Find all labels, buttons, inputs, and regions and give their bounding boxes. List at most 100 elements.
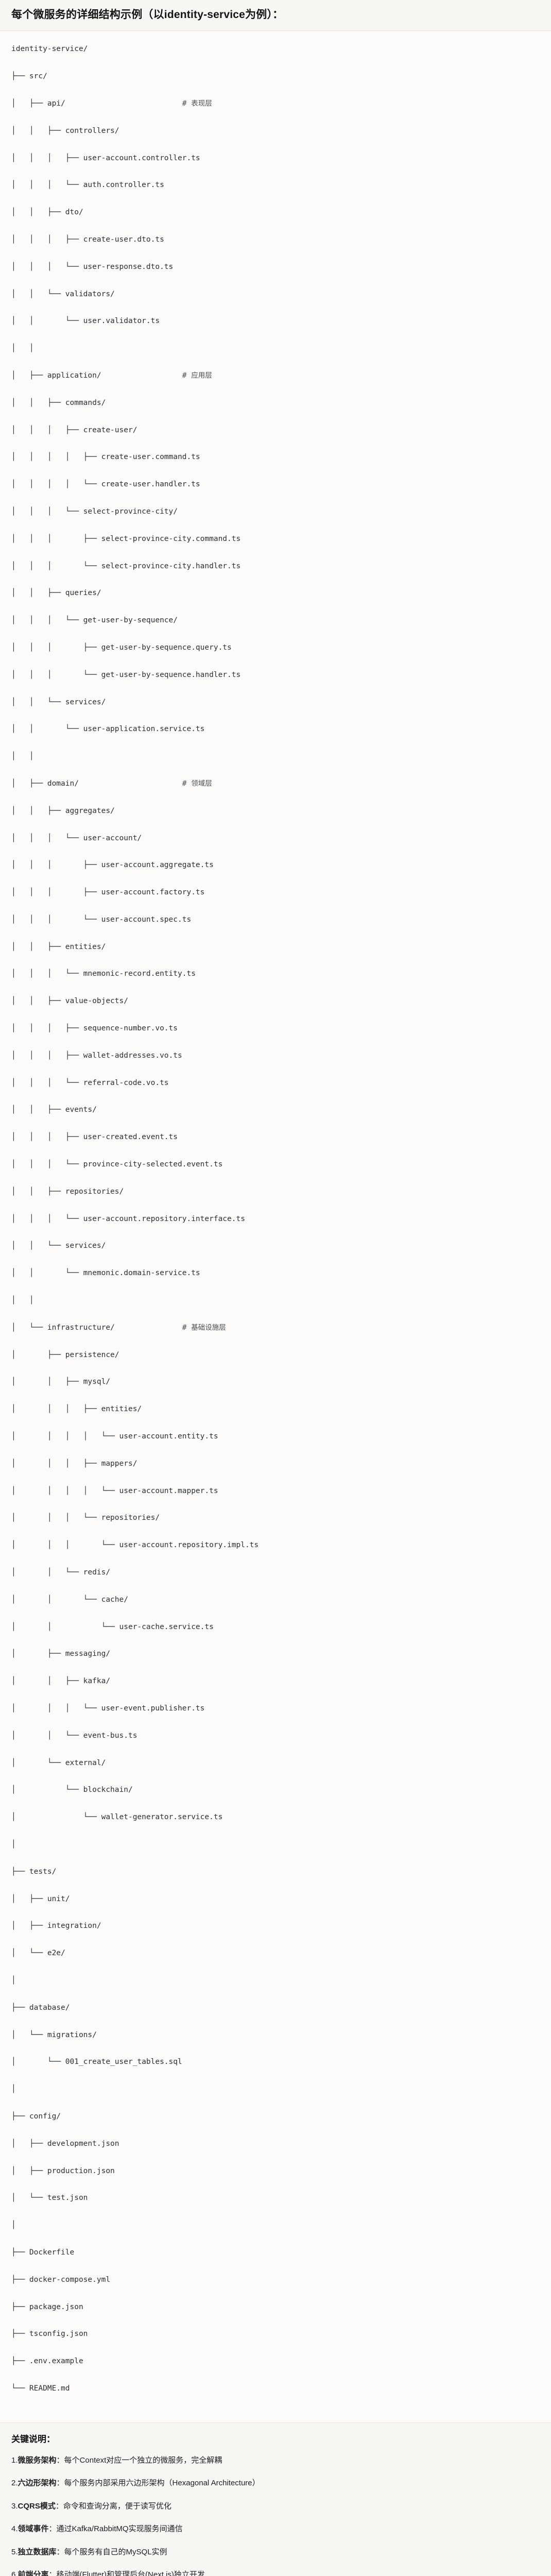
tree-line: │ ├── integration/	[11, 1922, 101, 1930]
tree-layer-comment: # 基础设施层	[182, 1323, 226, 1332]
tree-line: │ │ │ └── get-user-by-sequence.handler.t…	[11, 670, 241, 679]
key-note-item: 2.六边形架构：每个服务内部采用六边形架构（Hexagonal Architec…	[11, 2478, 540, 2489]
tree-line: ├── config/	[11, 2112, 61, 2121]
tree-line: │ │ ├── kafka/	[11, 1677, 111, 1686]
tree-line: │ │ └── mnemonic.domain-service.ts	[11, 1269, 200, 1278]
tree-line: │ │	[11, 752, 34, 761]
tree-line: │ │ ├── aggregates/	[11, 806, 115, 815]
tree-line: │ │ ├── dto/	[11, 208, 83, 217]
tree-line: │ │ │ └── user-account.repository.impl.t…	[11, 1541, 259, 1550]
tree-line: │ │ │ ├── wallet-addresses.vo.ts	[11, 1051, 182, 1060]
tree-line: │ │ ├── commands/	[11, 398, 106, 407]
tree-line: │ │ └── user.validator.ts	[11, 317, 160, 326]
tree-line: │ ├── unit/	[11, 1894, 70, 1903]
key-note-item: 3.CQRS模式：命令和查询分离，便于读写优化	[11, 2501, 540, 2513]
tree-line: │ ├── development.json	[11, 2139, 119, 2148]
tree-line: ├── database/	[11, 2003, 70, 2012]
tree-line: │ │ │ ├── user-created.event.ts	[11, 1133, 178, 1142]
tree-line: │ │ │ └── mnemonic-record.entity.ts	[11, 970, 196, 978]
key-note-number: 4.	[11, 2524, 18, 2534]
tree-line: │ └── 001_create_user_tables.sql	[11, 2058, 182, 2066]
directory-tree: identity-service/ ├── src/ │ ├── api/ # …	[11, 42, 540, 2409]
tree-line: │	[11, 2085, 16, 2094]
key-note-number: 3.	[11, 2501, 18, 2511]
tree-line: │ │ │ └── get-user-by-sequence/	[11, 616, 178, 625]
key-note-term: 六边形架构	[18, 2479, 57, 2488]
tree-line: │ │	[11, 1296, 34, 1305]
tree-line: │ └── e2e/	[11, 1949, 65, 1958]
tree-line: │ │ │ └── province-city-selected.event.t…	[11, 1160, 223, 1169]
tree-line: │ │ │ ├── get-user-by-sequence.query.ts	[11, 643, 232, 652]
key-note-number: 5.	[11, 2547, 18, 2556]
key-note-description: 每个Context对应一个独立的微服务，完全解耦	[64, 2455, 222, 2465]
tree-line: │ │ └── redis/	[11, 1568, 111, 1577]
tree-line: │ │ │ └── user-account/	[11, 834, 142, 842]
tree-line: │ │ │ └── user-account.repository.interf…	[11, 1214, 245, 1223]
tree-line: │	[11, 1976, 16, 1985]
tree-layer-comment: # 应用层	[182, 371, 212, 380]
tree-line: │ └── test.json	[11, 2194, 88, 2202]
tree-line: │ └── blockchain/	[11, 1786, 133, 1794]
tree-line: │ │ │ └── select-province-city.handler.t…	[11, 562, 241, 570]
tree-line: │ │ │ ├── mappers/	[11, 1459, 137, 1468]
key-note-item: 1.微服务架构：每个Context对应一个独立的微服务，完全解耦	[11, 2455, 540, 2467]
tree-line: │ │ └── user-application.service.ts	[11, 725, 205, 734]
tree-line: │ │ │ ├── entities/	[11, 1405, 142, 1414]
tree-line: │ │ │ ├── select-province-city.command.t…	[11, 534, 241, 543]
tree-line: identity-service/	[11, 45, 88, 54]
tree-line: │ │ ├── entities/	[11, 942, 106, 951]
tree-line: │ │ └── event-bus.ts	[11, 1731, 137, 1740]
key-note-number: 6.	[11, 2570, 18, 2576]
tree-line: │ │ │ ├── create-user/	[11, 426, 137, 434]
key-note-number: 2.	[11, 2479, 18, 2488]
key-note-number: 1.	[11, 2455, 18, 2465]
tree-line: │ └── migrations/	[11, 2030, 97, 2039]
tree-line: │	[11, 1840, 16, 1849]
key-note-description: 通过Kafka/RabbitMQ实现服务间通信	[56, 2524, 183, 2534]
key-note-description: 每个服务有自己的MySQL实例	[64, 2547, 167, 2556]
tree-line: ├── tests/	[11, 1867, 57, 1876]
tree-line: │ │ ├── value-objects/	[11, 997, 128, 1006]
tree-line: │ │ │ │ ├── create-user.command.ts	[11, 453, 200, 462]
key-note-term: CQRS模式	[18, 2501, 56, 2511]
tree-line: │ └── wallet-generator.service.ts	[11, 1813, 223, 1822]
key-note-description: 移动端(Flutter)和管理后台(Next.js)独立开发	[56, 2570, 205, 2576]
tree-line: │ │ └── services/	[11, 1242, 106, 1250]
tree-line: │ ├── persistence/	[11, 1350, 119, 1359]
tree-line: │ │ ├── queries/	[11, 589, 101, 598]
document-header: 每个微服务的详细结构示例（以identity-service为例）：	[0, 0, 551, 31]
tree-line: │ │ ├── mysql/	[11, 1378, 111, 1386]
key-note-separator: ：	[56, 2479, 64, 2488]
tree-line: │ └── infrastructure/ # 基础设施层	[11, 1323, 226, 1332]
key-note-separator: ：	[48, 2524, 57, 2534]
tree-line: ├── Dockerfile	[11, 2248, 75, 2257]
tree-line: │ └── external/	[11, 1758, 106, 1767]
tree-line: │ │ │ │ └── create-user.handler.ts	[11, 480, 200, 489]
directory-tree-block: identity-service/ ├── src/ │ ├── api/ # …	[0, 31, 551, 2423]
tree-line: │ │ │ └── user-response.dto.ts	[11, 262, 174, 271]
tree-line: ├── docker-compose.yml	[11, 2275, 111, 2284]
key-note-term: 领域事件	[18, 2524, 49, 2534]
tree-line: ├── .env.example	[11, 2357, 83, 2366]
tree-line: │ │ │ └── user-event.publisher.ts	[11, 1704, 205, 1713]
key-note-separator: ：	[56, 2547, 64, 2556]
tree-line: │ │	[11, 344, 34, 353]
tree-line: │ │ └── validators/	[11, 290, 115, 298]
tree-line: │ │ │ │ └── user-account.mapper.ts	[11, 1486, 218, 1495]
tree-line: │ │ └── cache/	[11, 1595, 128, 1604]
key-note-description: 每个服务内部采用六边形架构（Hexagonal Architecture）	[64, 2479, 260, 2488]
tree-line: │ │ │ │ └── user-account.entity.ts	[11, 1432, 218, 1441]
tree-line: │ │ │ └── repositories/	[11, 1514, 160, 1522]
tree-line: │ │ │ └── select-province-city/	[11, 507, 178, 516]
tree-line: │ │ │ ├── user-account.aggregate.ts	[11, 861, 214, 870]
key-note-item: 4.领域事件：通过Kafka/RabbitMQ实现服务间通信	[11, 2523, 540, 2535]
tree-line: │	[11, 2221, 16, 2230]
tree-line: │ │ ├── events/	[11, 1106, 97, 1114]
tree-line: │ │ │ └── user-account.spec.ts	[11, 915, 192, 924]
tree-line: │ │ │ └── auth.controller.ts	[11, 181, 164, 190]
key-note-item: 5.独立数据库：每个服务有自己的MySQL实例	[11, 2547, 540, 2558]
key-note-term: 前端分离	[18, 2570, 49, 2576]
